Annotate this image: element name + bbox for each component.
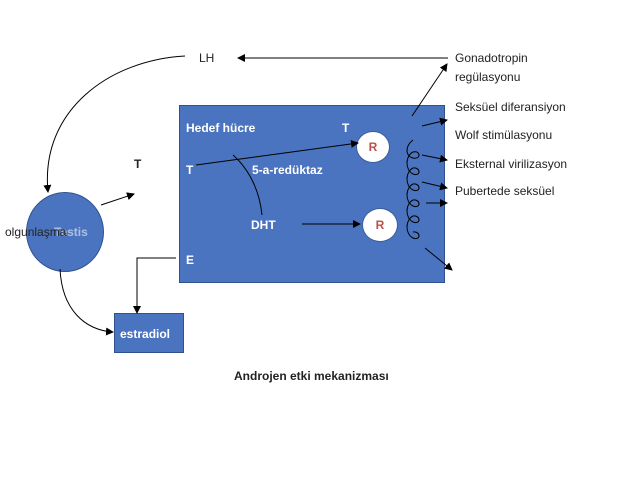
eksternal-label: Eksternal virilizasyon <box>455 157 568 171</box>
target-cell-box <box>179 105 445 283</box>
arrow-e-to-estradiol <box>133 257 176 314</box>
seksuel-diferansiyon-label: Seksüel diferansiyon <box>455 100 566 114</box>
receptor-circle-bottom: R <box>362 208 398 242</box>
arrow-to-bottom-right <box>424 247 453 271</box>
arrow-to-seksuel <box>421 117 448 127</box>
olgunlasma-label: olgunlaşma <box>5 225 67 239</box>
caption: Androjen etki mekanizması <box>234 369 389 383</box>
cell-title: Hedef hücre <box>186 121 256 135</box>
arrow-testis-to-t <box>100 192 135 206</box>
arrow-t-to-receptor <box>195 139 359 166</box>
arrow-t-to-dht <box>232 154 263 216</box>
arrow-lh-to-testis <box>43 55 186 193</box>
testis-ellipse <box>26 192 104 272</box>
arrow-to-wolf <box>421 154 448 163</box>
enzyme-label: 5-a-redüktaz <box>252 163 323 177</box>
arrow-testis-to-estradiol <box>59 268 114 336</box>
wolf-label: Wolf stimülasyonu <box>455 128 553 142</box>
dht-label: DHT <box>251 218 276 232</box>
receptor-circle-top: R <box>356 131 390 163</box>
receptor-label-bottom: R <box>375 218 385 232</box>
t-inner-label: T <box>186 163 194 177</box>
t-top-label: T <box>342 121 350 135</box>
estradiol-box <box>114 313 184 353</box>
receptor-label-top: R <box>368 140 378 154</box>
pubertede-label: Pubertede seksüel <box>455 184 555 198</box>
estradiol-label: estradiol <box>120 327 171 341</box>
arrow-to-eksternal <box>421 181 448 191</box>
e-label: E <box>186 253 195 267</box>
lh-label: LH <box>199 51 215 65</box>
testis-label: Testis <box>54 225 88 239</box>
arrow-to-gonadotropin <box>411 63 448 117</box>
gonadotropin-line2: regülasyonu <box>455 70 521 84</box>
gonadotropin-line1: Gonadotropin <box>455 51 528 65</box>
dna-coil <box>406 139 420 240</box>
t-left-label: T <box>134 157 142 171</box>
